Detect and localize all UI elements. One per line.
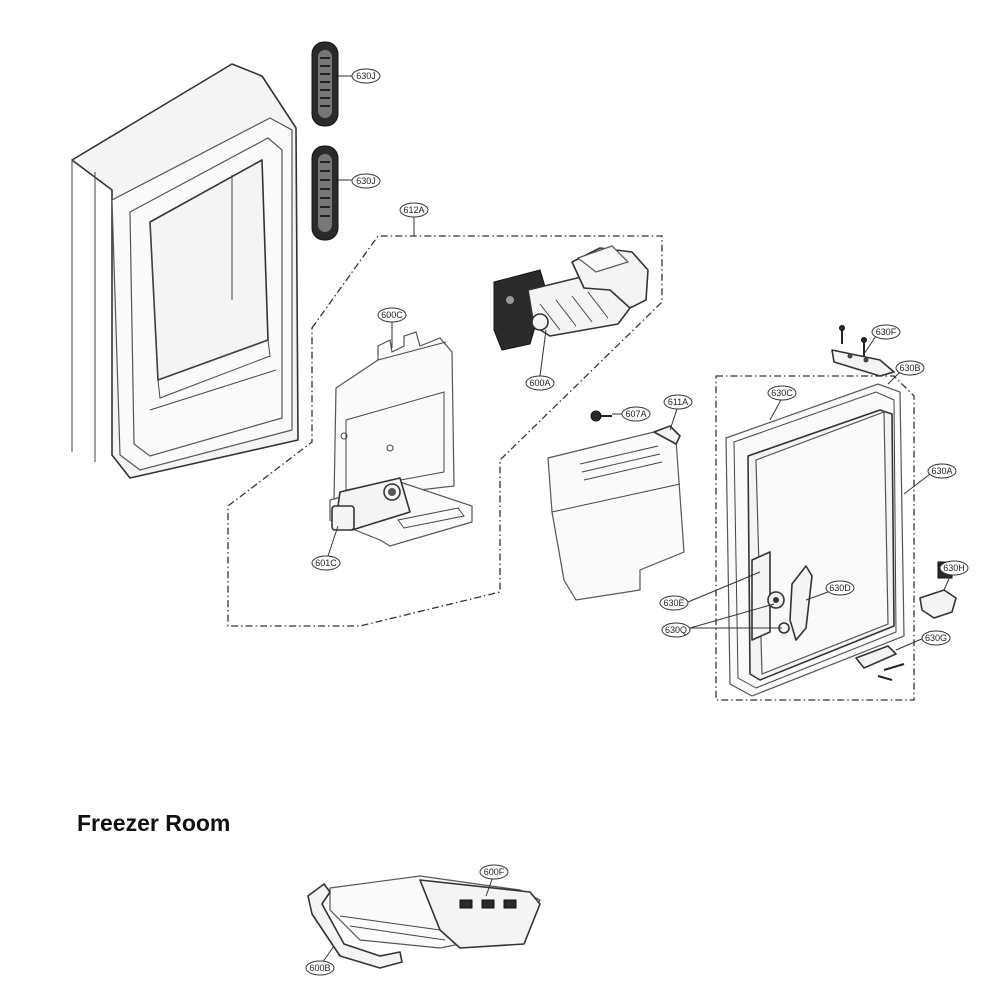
callout-600c: 600C <box>377 307 407 323</box>
callout-630j-top: 630J <box>351 68 381 84</box>
callout-607a: 607A <box>621 406 651 422</box>
callout-601c: 601C <box>311 555 341 571</box>
callout-600f: 600F <box>479 864 509 880</box>
screw-607a <box>590 410 612 422</box>
callout-630a: 630A <box>927 463 957 479</box>
callout-630h: 630H <box>939 560 969 576</box>
callout-630f: 630F <box>871 324 901 340</box>
svg-text:612A: 612A <box>403 205 424 215</box>
svg-text:630E: 630E <box>663 598 684 608</box>
svg-text:630B: 630B <box>899 363 920 373</box>
svg-text:600B: 600B <box>309 963 330 973</box>
svg-text:630D: 630D <box>829 583 851 593</box>
callout-630b: 630B <box>895 360 925 376</box>
hinge-630f <box>831 325 895 377</box>
freezer-ice-maker <box>307 875 541 969</box>
cover-611a <box>547 425 685 601</box>
ice-maker-600a <box>493 245 649 351</box>
callout-630g: 630G <box>921 630 951 646</box>
svg-text:630H: 630H <box>943 563 965 573</box>
svg-text:611A: 611A <box>668 397 688 407</box>
door-liner <box>71 63 299 479</box>
hinge-630g <box>855 645 905 681</box>
callout-611a: 611A <box>663 394 693 410</box>
assembly-outline-630 <box>715 375 915 701</box>
svg-text:630C: 630C <box>771 388 793 398</box>
svg-text:630G: 630G <box>925 633 947 643</box>
callout-630d: 630D <box>825 580 855 596</box>
callout-630j-bottom: 630J <box>351 173 381 189</box>
callout-612a: 612A <box>399 202 429 218</box>
callout-630e: 630E <box>659 595 689 611</box>
callout-630q: 630Q <box>661 622 691 638</box>
callout-630c: 630C <box>767 385 797 401</box>
base-601c <box>329 477 473 547</box>
svg-text:601C: 601C <box>315 558 337 568</box>
grille-630j-bottom <box>311 145 339 241</box>
callout-600b: 600B <box>305 960 335 976</box>
svg-text:630Q: 630Q <box>665 625 687 635</box>
svg-text:600F: 600F <box>484 867 505 877</box>
svg-text:630J: 630J <box>356 176 376 186</box>
svg-text:630F: 630F <box>876 327 897 337</box>
svg-text:630J: 630J <box>356 71 376 81</box>
svg-text:600A: 600A <box>529 378 550 388</box>
grille-630j-top <box>311 41 339 127</box>
assembly-outline-612a <box>227 235 663 627</box>
section-title-freezer-room: Freezer Room <box>77 810 231 836</box>
bracket-600c <box>333 331 455 501</box>
callout-600a: 600A <box>525 375 555 391</box>
svg-text:600C: 600C <box>381 310 403 320</box>
svg-text:630A: 630A <box>931 466 952 476</box>
svg-text:607A: 607A <box>625 409 646 419</box>
